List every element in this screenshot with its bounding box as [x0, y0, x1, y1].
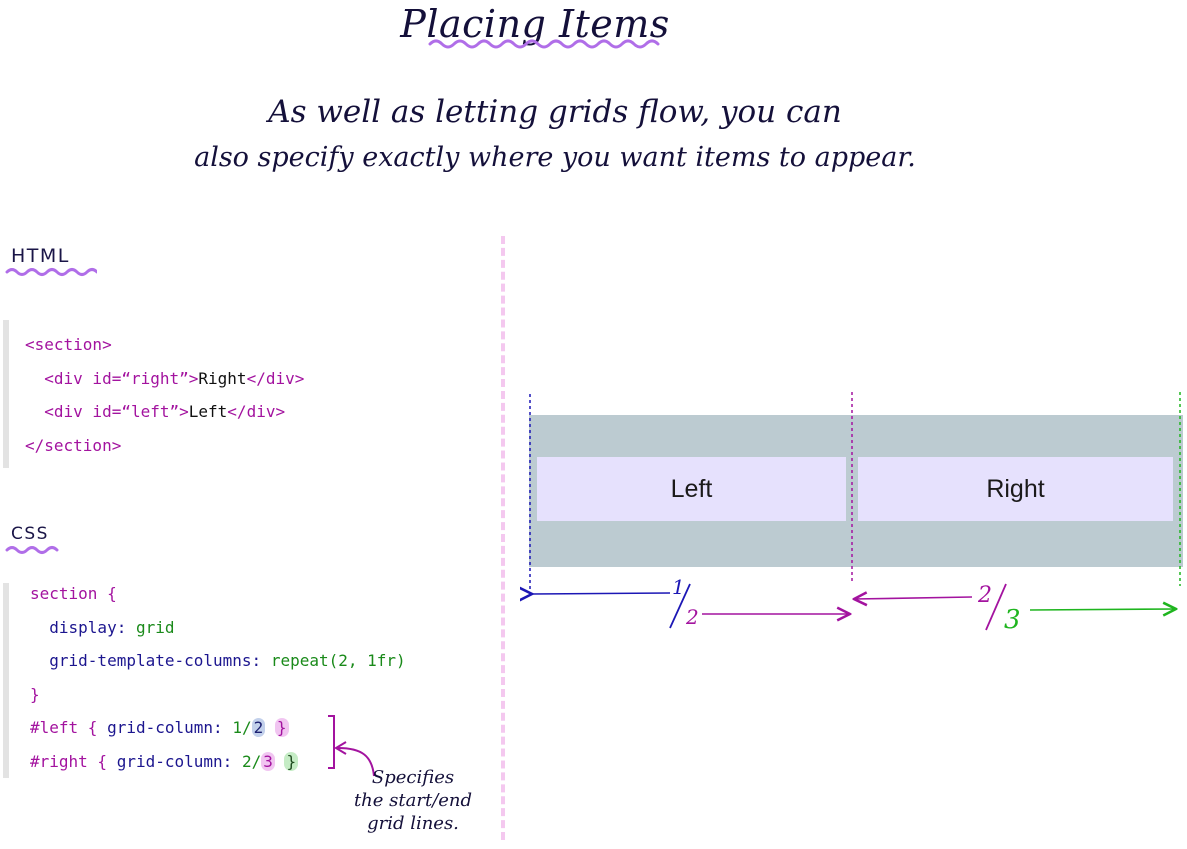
css-heading: CSS — [11, 524, 49, 544]
highlight-right-end: 3 — [261, 751, 275, 771]
css-line-2: display: grid — [49, 617, 175, 637]
html-heading: HTML — [11, 245, 70, 267]
html-line-2: <div id=“right”>Right</div> — [44, 368, 305, 388]
title-underline — [428, 39, 660, 49]
css-line-5: #left { grid-column: 1/2 } — [30, 718, 289, 737]
css-code-block: section { display: grid grid-template-co… — [30, 577, 406, 778]
label-line-3: 3 — [1004, 605, 1021, 635]
grid-cell-left: Left — [537, 457, 846, 521]
arrow-line-2-right — [854, 597, 973, 599]
section-divider — [501, 236, 505, 840]
html-heading-underline — [5, 268, 97, 276]
css-line-3: grid-template-columns: repeat(2, 1fr) — [49, 651, 406, 670]
html-line-4: </section> — [25, 435, 122, 455]
label-line-2: 2 — [685, 605, 699, 629]
page-title: Placing Items — [400, 2, 670, 46]
grid-lines-overlay: 1 2 2 3 — [520, 392, 1181, 635]
highlight-left-end: 2 — [251, 718, 266, 737]
css-line-4: } — [30, 684, 40, 704]
grid-cell-right: Right — [858, 457, 1173, 521]
label-line-2b: 2 — [977, 583, 992, 608]
arrow-line-1 — [532, 593, 671, 594]
html-code-block: <section> <div id=“right”>Right</div> <d… — [25, 328, 304, 462]
arrow-line-3 — [1029, 609, 1176, 610]
highlight-right-close: } — [284, 751, 299, 771]
annotation-text: Specifies the start/end grid lines. — [353, 767, 473, 834]
annotation-bracket — [328, 715, 375, 777]
subtitle-line-2: also specify exactly where you want item… — [194, 142, 916, 173]
html-line-3: <div id=“left”>Left</div> — [44, 402, 286, 421]
css-line-1: section { — [30, 584, 117, 603]
css-line-6: #right { grid-column: 2/3 } — [30, 751, 299, 771]
html-code-bar — [3, 320, 9, 468]
html-line-1: <section> — [25, 335, 112, 354]
highlight-left-close: } — [274, 718, 289, 737]
css-heading-underline — [5, 546, 59, 554]
css-code-bar — [3, 583, 9, 778]
label-line-1: 1 — [672, 575, 685, 599]
subtitle-line-1: As well as letting grids flow, you can — [268, 94, 842, 130]
